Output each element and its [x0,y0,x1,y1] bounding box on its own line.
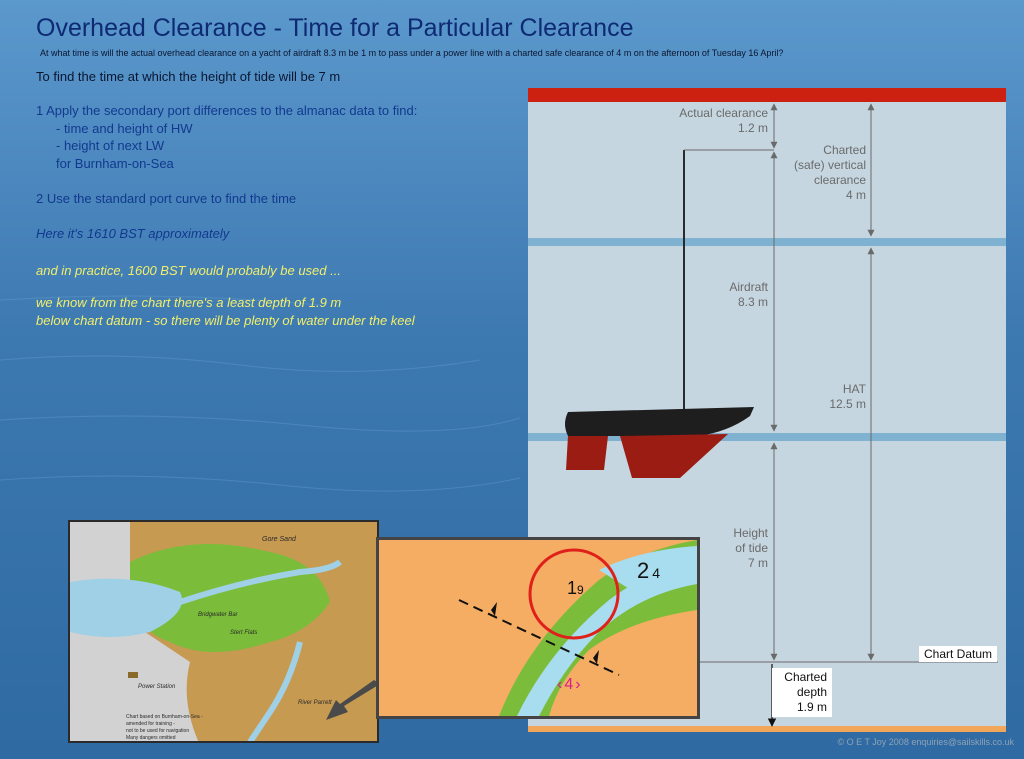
page-title: Overhead Clearance - Time for a Particul… [36,14,634,42]
channel [179,559,342,605]
note-depth-line1: we know from the chart there's a least d… [36,295,342,310]
deep-water [70,578,182,637]
least-depth-highlight [528,548,620,640]
yacht-hull [565,407,754,436]
pointer-arrow-icon [326,680,380,720]
note-depth-line2: below chart datum - so there will be ple… [36,313,415,328]
copyright: © O E T Joy 2008 enquiries@sailskills.co… [837,737,1014,747]
height-of-tide-label: Height of tide 7 m [733,526,768,570]
hat-water-line [528,238,1006,246]
charted-clearance-label: Charted (safe) vertical clearance 4 m [793,143,866,202]
charted-depth-label: Charted depth 1.9 m [772,668,832,717]
question-text: At what time is will the actual overhead… [40,48,784,58]
yacht-rudder [566,436,608,470]
river-channel [247,641,303,741]
power-line [528,88,1006,102]
chart-map: Gore Sand Bridgwater Bar Stert Flats Pow… [68,520,379,743]
lead-text: To find the time at which the height of … [36,69,341,84]
step-1a: - time and height of HW [56,121,193,136]
hat-label: HAT 12.5 m [829,382,866,411]
step-1c: for Burnham-on-Sea [56,156,174,171]
drying-bank [130,544,330,652]
chart-datum-label: Chart Datum [919,646,998,662]
step-1b: - height of next LW [56,138,165,153]
yacht-keel [620,434,728,478]
step-1: 1 Apply the secondary port differences t… [36,103,418,118]
note-1600: and in practice, 1600 BST would probably… [36,263,341,278]
actual-clearance-label: Actual clearance 1.2 m [679,106,768,135]
note-1610: Here it's 1610 BST approximately [36,226,230,241]
tide-water-line [528,433,1006,441]
seabed-line [528,726,1006,732]
chart-notice: Chart based on Burnham-on-Sea - amended … [126,714,203,741]
airdraft-label: Airdraft 8.3 m [729,280,768,309]
step-2: 2 Use the standard port curve to find th… [36,191,297,206]
